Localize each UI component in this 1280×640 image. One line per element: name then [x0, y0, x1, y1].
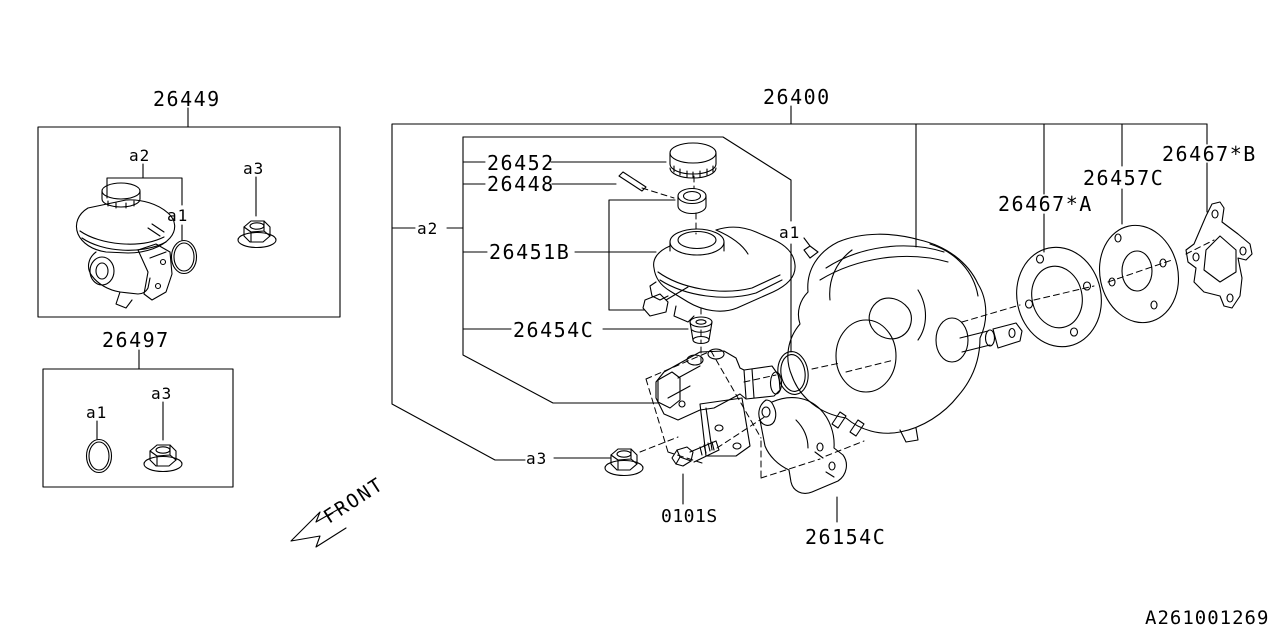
flange-nut-drawing-box1 [237, 220, 277, 249]
front-direction-indicator: FRONT [290, 473, 388, 548]
part-label-26400: 26400 [763, 85, 831, 109]
kit-box-26449-border [37, 126, 341, 318]
float-cap-drawing [677, 187, 707, 215]
bolt-drawing [671, 440, 720, 467]
kit-box-26497-border [42, 368, 234, 488]
callout-main-a2: a2 [417, 219, 438, 238]
callout-main-a3: a3 [526, 449, 547, 468]
callout-box2-a1: a1 [86, 403, 107, 422]
front-label: FRONT [320, 473, 388, 528]
reservoir-tank-drawing [642, 226, 796, 323]
gasket-drawing [1185, 201, 1253, 309]
master-cylinder-drawing-main [655, 348, 783, 457]
brake-booster-drawing [787, 233, 1023, 443]
flange-nut-drawing-main [604, 448, 644, 477]
callout-main-a1: a1 [779, 223, 800, 242]
part-label-26451B: 26451B [489, 240, 570, 264]
callout-box2-a3: a3 [151, 384, 172, 403]
master-cylinder-drawing-box1 [75, 182, 176, 309]
part-label-26467A: 26467*A [998, 192, 1093, 216]
o-ring-drawing-main [777, 351, 809, 395]
callout-box1-a2: a2 [129, 146, 150, 165]
part-label-26448: 26448 [487, 172, 555, 196]
front-arrow-icon [290, 505, 347, 548]
kit-box-26449: 26449 a2 a1 a3 [37, 87, 341, 318]
callout-box1-a3: a3 [243, 159, 264, 178]
main-assembly-26400: 26400 a2 a1 26452 26448 26451B 26454C 26… [391, 85, 1257, 549]
o-ring-drawing-box1 [170, 239, 198, 275]
spacer-drawing [1016, 246, 1102, 348]
diagram-code: A261001269 [1145, 607, 1269, 629]
part-label-26457C: 26457C [1083, 166, 1164, 190]
callout-box1-a1: a1 [167, 206, 188, 225]
flange-nut-drawing-box2 [143, 444, 183, 473]
kit-box-26497: 26497 a1 a3 [42, 328, 234, 488]
reservoir-cap-drawing [669, 142, 717, 179]
part-label-26467B: 26467*B [1162, 142, 1257, 166]
plate-drawing [1098, 224, 1180, 324]
part-label-26454C: 26454C [513, 318, 594, 342]
part-label-26497: 26497 [102, 328, 170, 352]
part-label-26452: 26452 [487, 151, 555, 175]
part-label-0101S: 0101S [661, 506, 718, 527]
assembly-axis-lines [639, 175, 1215, 479]
mount-bracket-drawing [758, 396, 847, 494]
part-label-26154C: 26154C [805, 525, 886, 549]
level-indicator-pin-drawing [618, 171, 647, 192]
group-boundary [391, 123, 1208, 461]
o-ring-drawing-box2 [85, 438, 113, 474]
part-label-26449: 26449 [153, 87, 221, 111]
